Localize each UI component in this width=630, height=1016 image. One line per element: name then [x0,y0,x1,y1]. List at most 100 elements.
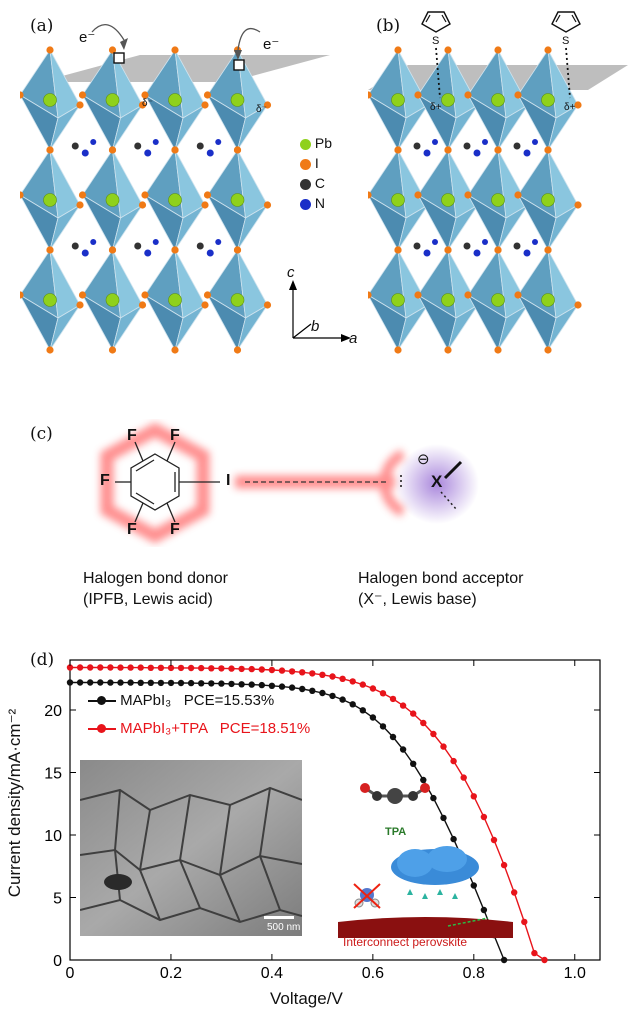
legend-pb: Pb [300,135,332,151]
data-point [430,794,437,802]
y-axis-label: Current density/mA·cm⁻² [5,708,24,898]
i-atom [233,246,242,254]
n-atom [81,249,89,257]
n-atom-icon [300,198,311,210]
data-point [309,670,316,677]
data-point [531,949,538,957]
delta-minus-right: δ⁻ [256,104,267,115]
i-atom [171,146,179,154]
pb-atom-icon [300,138,311,150]
data-point [288,668,296,675]
x-tick-label: 1.0 [564,965,586,982]
y-tick-label: 20 [44,703,62,720]
c-atom [71,242,79,250]
i-atom [368,91,372,99]
axis-b-label: b [311,318,320,335]
i-atom [138,201,147,209]
benzene-ring [115,441,220,523]
data-point [208,665,215,672]
y-tick-label: 0 [53,953,62,970]
pb-atom [43,193,57,207]
data-point [177,679,185,687]
adsorption-site-right [233,59,245,71]
acceptor-atom-x: X [431,472,443,491]
data-point [420,719,427,727]
i-atom [414,291,422,299]
c-atom [134,242,142,250]
pb-atom [441,193,455,207]
octahedron [78,46,147,154]
n-atom [206,249,214,257]
data-point [248,681,255,688]
electron-label-right: e⁻ [263,36,280,53]
i-atom [263,201,272,209]
i-atom [76,101,84,109]
electron-label-left: e⁻ [79,29,96,46]
i-atom [394,146,402,154]
data-point [511,889,518,896]
i-atom [233,346,242,354]
data-point [238,681,245,688]
i-atom [514,91,522,99]
legend-red-marker-icon [88,724,116,734]
panel-label-d: (d) [30,650,55,670]
data-point [399,746,407,753]
delta-minus-left: δ⁻ [142,98,153,109]
n-atom [482,139,488,145]
n-atom [473,249,481,257]
n-atom [432,239,438,245]
data-point [349,678,356,685]
data-point [430,730,437,738]
i-atom [574,201,582,209]
data-point [339,696,346,703]
pb-atom [230,193,245,207]
data-point [500,956,508,964]
data-point [369,714,377,721]
n-atom [473,149,481,157]
data-point [228,680,235,688]
data-point [521,918,528,926]
i-atom [108,346,117,354]
data-point [440,814,447,822]
i-atom [464,91,472,99]
i-atom [574,301,582,309]
i-atom [138,101,147,109]
legend-i-label: I [314,155,319,171]
interaction-dotted-line [435,47,441,99]
thiophene-molecule-icon: Sδ+ [551,11,581,113]
octahedron [141,46,209,154]
i-atom [76,301,84,309]
pb-atom [541,293,555,307]
i-atom [444,146,452,154]
i-atom [368,191,372,199]
octahedron [414,46,482,154]
acceptor-caption-line1: Halogen bond acceptor [358,570,524,587]
data-point [218,680,225,687]
i-atom [414,191,422,199]
data-point [389,733,397,741]
data-point [147,664,154,671]
i-atom [464,291,472,299]
data-point [460,774,467,781]
i-atom [141,291,149,299]
octahedron [368,246,432,354]
acceptor-caption: Halogen bond acceptor (X⁻, Lewis base) [358,568,523,610]
iodine-atom: I [226,472,231,489]
i-atom [494,46,502,54]
pb-atom [391,93,405,107]
i-atom [544,146,552,154]
axis-b-line [292,323,312,339]
pb-atom [105,293,120,307]
data-point [309,687,316,694]
i-atom [414,91,422,99]
data-point [490,836,498,844]
i-atom [46,246,54,254]
i-atom [171,346,179,354]
data-point [450,835,457,843]
data-point [319,671,326,678]
data-point [420,776,427,784]
data-point [268,682,276,689]
c-atom [463,242,471,250]
pb-atom [230,93,245,107]
